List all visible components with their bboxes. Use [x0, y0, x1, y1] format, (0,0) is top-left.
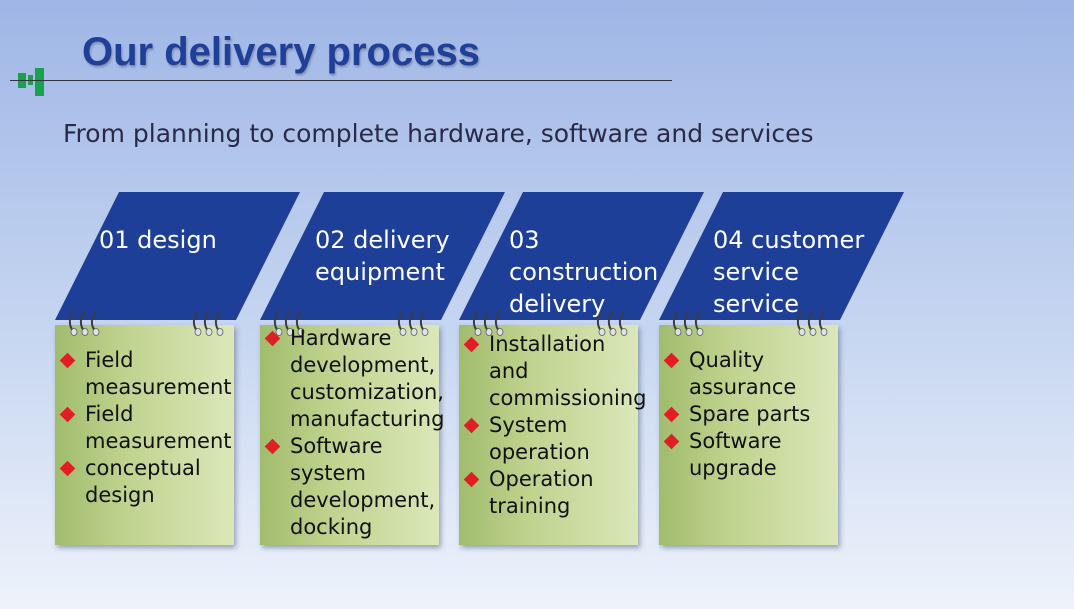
bullet-line: assurance — [689, 375, 797, 399]
bullet-line: system — [290, 461, 366, 485]
spiral-rings-icon — [472, 311, 504, 336]
bullet-line: measurement — [85, 429, 232, 453]
step-label-line: service — [713, 258, 799, 286]
step-card-1: Field measurement Field measurement conc… — [55, 311, 234, 545]
bullet-item: Spare parts — [663, 401, 811, 428]
step-label-2: 02 delivery equipment — [315, 224, 450, 288]
step-banner-3 — [459, 192, 704, 320]
green-bars-logo-icon — [18, 68, 48, 98]
bullet-line: Field — [85, 348, 134, 372]
step-label-3: 03 construction delivery — [509, 224, 658, 320]
bullet-item: System operation — [463, 412, 647, 466]
diamond-bullet-icon — [59, 352, 76, 369]
bullet-line: Installation — [489, 332, 606, 356]
diamond-bullet-icon — [463, 417, 480, 434]
bullet-item: Operation training — [463, 466, 647, 520]
step-label-1: 01 design — [99, 224, 217, 256]
bullet-line: Field — [85, 402, 134, 426]
diamond-bullet-icon — [59, 406, 76, 423]
bullet-item: Field measurement — [59, 347, 232, 401]
spiral-rings-icon — [397, 311, 429, 336]
step-label-line: service — [713, 290, 799, 318]
bullet-line: System — [489, 413, 568, 437]
bullet-item: Hardware development, customization, man… — [264, 325, 445, 433]
bullet-line: operation — [489, 440, 590, 464]
step-label-4: 04 customer service service — [713, 224, 864, 320]
bullet-line: Software — [689, 429, 782, 453]
bullet-item: Software upgrade — [663, 428, 810, 482]
spiral-rings-icon — [68, 311, 100, 336]
bullet-line: Hardware — [290, 326, 392, 350]
diamond-bullet-icon — [463, 471, 480, 488]
bullet-line: Spare parts — [689, 402, 811, 426]
title-underline — [10, 80, 672, 81]
step-card-4: Quality assurance Spare parts Software u… — [659, 311, 838, 545]
diamond-bullet-icon — [264, 438, 281, 455]
spiral-rings-icon — [192, 311, 224, 336]
bullet-line: Quality — [689, 348, 765, 372]
step-banner-1 — [55, 192, 300, 320]
bullet-item: conceptual design — [59, 455, 232, 509]
process-step-3: 03 construction delivery — [459, 192, 709, 552]
bullet-item: Software system development, docking — [264, 433, 444, 541]
spiral-rings-icon — [273, 311, 305, 336]
diamond-bullet-icon — [264, 330, 281, 347]
bullet-item: Installation and commissioning — [463, 331, 647, 412]
diamond-bullet-icon — [59, 460, 76, 477]
bullet-list-3: Installation and commissioning System op… — [463, 331, 647, 520]
step-card-2: Hardware development, customization, man… — [260, 311, 444, 545]
bullet-line: Operation — [489, 467, 594, 491]
step-label-line: 01 design — [99, 226, 217, 254]
process-step-1: 01 design — [55, 192, 305, 552]
bullet-line: development, — [290, 353, 436, 377]
step-label-line: delivery — [509, 290, 606, 318]
bullet-line: development, — [290, 488, 436, 512]
bullet-line: and — [489, 359, 529, 383]
step-label-line: 04 customer — [713, 226, 865, 254]
logo-bar-tall — [35, 68, 44, 96]
diamond-bullet-icon — [663, 433, 680, 450]
bullet-line: docking — [290, 515, 373, 539]
bullet-list-4: Quality assurance Spare parts Software u… — [663, 347, 811, 482]
bullet-line: customization, — [290, 380, 444, 404]
spiral-rings-icon — [796, 311, 828, 336]
bullet-item: Field measurement — [59, 401, 232, 455]
bullet-line: design — [85, 483, 155, 507]
process-step-2: 02 delivery equipment — [260, 192, 510, 552]
step-label-line: 02 delivery — [315, 226, 450, 254]
bullet-line: upgrade — [689, 456, 777, 480]
step-label-line: equipment — [315, 258, 445, 286]
diamond-bullet-icon — [663, 406, 680, 423]
step-label-line: 03 — [509, 226, 540, 254]
bullet-line: conceptual — [85, 456, 201, 480]
bullet-line: commissioning — [489, 386, 647, 410]
bullet-line: Software — [290, 434, 383, 458]
process-step-4: 04 customer service service — [659, 192, 909, 552]
step-label-line: construction — [509, 258, 659, 286]
subtitle: From planning to complete hardware, soft… — [63, 119, 814, 148]
diamond-bullet-icon — [463, 336, 480, 353]
bullet-line: manufacturing — [290, 407, 445, 431]
step-banner-4 — [659, 192, 904, 320]
bullet-line: measurement — [85, 375, 232, 399]
diamond-bullet-icon — [663, 352, 680, 369]
page-title: Our delivery process — [82, 30, 480, 74]
bullet-item: Quality assurance — [663, 347, 810, 401]
spiral-rings-icon — [596, 311, 628, 336]
step-card-3: Installation and commissioning System op… — [459, 311, 647, 545]
step-banner-2 — [260, 192, 505, 320]
bullet-list-1: Field measurement Field measurement conc… — [59, 347, 232, 509]
spiral-rings-icon — [672, 311, 704, 336]
bullet-list-2: Hardware development, customization, man… — [264, 325, 445, 541]
bullet-line: training — [489, 494, 571, 518]
